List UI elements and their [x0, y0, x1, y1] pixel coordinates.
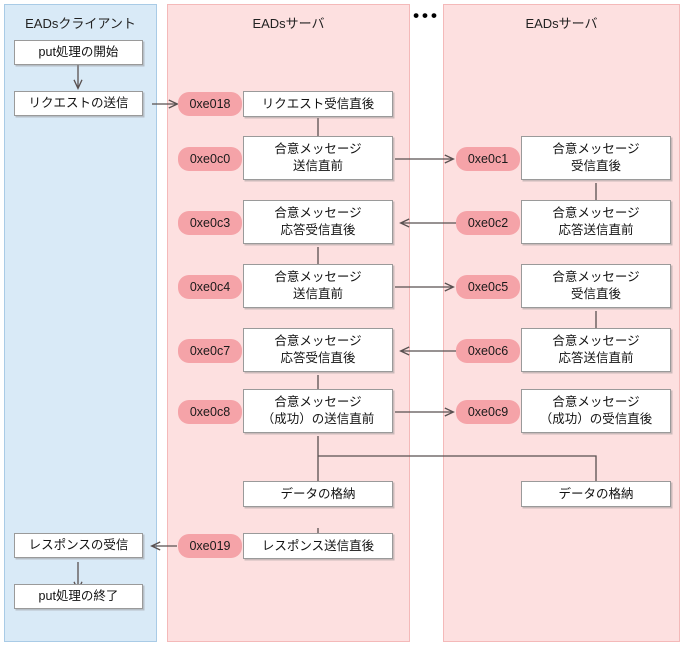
server-b-box-consensus-success-recv[interactable]: 合意メッセージ （成功）の受信直後: [521, 389, 671, 433]
pill-0xe019[interactable]: 0xe019: [178, 534, 242, 558]
client-box-receive-response[interactable]: レスポンスの受信: [14, 533, 143, 558]
pill-0xe0c3[interactable]: 0xe0c3: [178, 211, 242, 235]
servers-ellipsis-icon: •••: [413, 6, 440, 25]
pill-0xe0c8[interactable]: 0xe0c8: [178, 400, 242, 424]
server-a-box-consensus-send-2[interactable]: 合意メッセージ 送信直前: [243, 264, 393, 308]
pill-0xe018[interactable]: 0xe018: [178, 92, 242, 116]
server-a-box-store-data[interactable]: データの格納: [243, 481, 393, 507]
pill-0xe0c1[interactable]: 0xe0c1: [456, 147, 520, 171]
server-b-box-consensus-recv-1[interactable]: 合意メッセージ 受信直後: [521, 136, 671, 180]
pill-0xe0c9[interactable]: 0xe0c9: [456, 400, 520, 424]
server-a-box-consensus-send-1[interactable]: 合意メッセージ 送信直前: [243, 136, 393, 180]
server-a-box-response-sent[interactable]: レスポンス送信直後: [243, 533, 393, 559]
lane-server-b-title: EADsサーバ: [525, 16, 598, 31]
server-a-box-consensus-ack-recv-2[interactable]: 合意メッセージ 応答受信直後: [243, 328, 393, 372]
lane-server-a-title: EADsサーバ: [252, 16, 325, 31]
server-a-box-consensus-ack-recv-1[interactable]: 合意メッセージ 応答受信直後: [243, 200, 393, 244]
client-box-put-start[interactable]: put処理の開始: [14, 40, 143, 65]
pill-0xe0c7[interactable]: 0xe0c7: [178, 339, 242, 363]
client-box-put-end[interactable]: put処理の終了: [14, 584, 143, 609]
pill-0xe0c0[interactable]: 0xe0c0: [178, 147, 242, 171]
server-b-box-consensus-ack-send-1[interactable]: 合意メッセージ 応答送信直前: [521, 200, 671, 244]
pill-0xe0c4[interactable]: 0xe0c4: [178, 275, 242, 299]
pill-0xe0c5[interactable]: 0xe0c5: [456, 275, 520, 299]
client-box-send-request[interactable]: リクエストの送信: [14, 91, 143, 116]
server-b-box-store-data[interactable]: データの格納: [521, 481, 671, 507]
pill-0xe0c2[interactable]: 0xe0c2: [456, 211, 520, 235]
server-a-box-request-received[interactable]: リクエスト受信直後: [243, 91, 393, 117]
server-b-box-consensus-recv-2[interactable]: 合意メッセージ 受信直後: [521, 264, 671, 308]
pill-0xe0c6[interactable]: 0xe0c6: [456, 339, 520, 363]
lane-client-title: EADsクライアント: [25, 16, 136, 31]
server-a-box-consensus-success-send[interactable]: 合意メッセージ （成功）の送信直前: [243, 389, 393, 433]
lane-server-b: EADsサーバ: [443, 4, 680, 642]
server-b-box-consensus-ack-send-2[interactable]: 合意メッセージ 応答送信直前: [521, 328, 671, 372]
